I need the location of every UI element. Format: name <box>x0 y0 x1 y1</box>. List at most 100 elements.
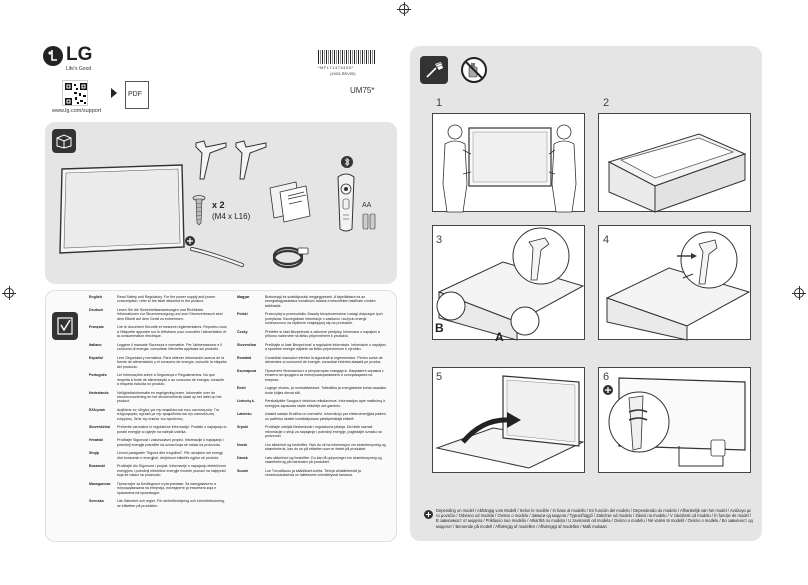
footnote-depending-on-model: Depending on model / Abhängig vom Modell… <box>436 508 753 529</box>
language-name: Suomi <box>237 468 248 473</box>
language-name: Svenska <box>89 499 104 504</box>
language-entry: Srpski Pročitajte odeljak Bezbednost i re… <box>237 425 387 438</box>
cable-holder-icon <box>190 247 244 267</box>
language-text: Lire le document Sécurité et mesures rég… <box>117 325 227 339</box>
language-text: Perskaitykite Saugos ir teisinius reikal… <box>265 399 386 408</box>
language-text: Pročitajte Sigurnost i zakonodavni propi… <box>117 438 224 447</box>
step-5-number: 5 <box>436 371 443 383</box>
language-entry: Ελληνικά Διαβάστε τις οδηγίες για την ασφ… <box>89 408 227 421</box>
power-cord-icon <box>272 246 309 269</box>
language-text: Διαβάστε τις οδηγίες για την ασφάλεια κα… <box>117 408 219 421</box>
language-entry: Italiano Leggere il manuale Sicurezza e n… <box>89 343 227 352</box>
language-text: Leggere il manuale Sicurezza e normative… <box>117 342 222 352</box>
safety-regulatory-panel <box>45 290 397 542</box>
language-name: Latviešu <box>237 412 252 417</box>
language-text: Lue Turvallisuus ja säädökset-kohta. Tie… <box>265 468 361 478</box>
step-1-number: 1 <box>436 97 443 109</box>
language-text: Preberite varnostne in regulativne infor… <box>117 425 227 434</box>
language-entry: Suomi Lue Turvallisuus ja säädökset-kohta… <box>237 469 387 478</box>
language-text: Consultați manualul referitor la siguran… <box>265 355 383 365</box>
optional-plus-icon <box>185 236 195 246</box>
language-text: Leer Seguridad y normativa. Para obtener… <box>117 355 227 369</box>
support-url[interactable]: www.lg.com/support <box>52 108 102 114</box>
language-name: Ελληνικά <box>89 408 105 413</box>
language-entry: Shqip Lexoni paragrafin "Siguria dhe rreg… <box>89 451 227 460</box>
step-3-number: 3 <box>436 234 443 246</box>
part-number: (1903-REV00) <box>330 71 356 76</box>
language-text: Прочетете безопасност и регулаторни стан… <box>265 368 384 382</box>
language-text: Läs Säkerhet och regler. För strömförsör… <box>117 499 225 508</box>
language-name: Français <box>89 325 104 330</box>
bluetooth-icon <box>341 156 353 168</box>
registration-mark-top <box>397 2 411 16</box>
language-text: Přečtěte si část Bezpečnost a zákonné př… <box>265 329 380 339</box>
screw-count: x 2 <box>212 200 225 210</box>
screw-icon <box>192 195 206 226</box>
language-name: Български <box>237 368 257 373</box>
language-entry: Български Прочетете безопасност и регулат… <box>237 369 387 382</box>
language-name: Eesti <box>237 386 246 391</box>
step-6-number: 6 <box>603 371 610 383</box>
language-name: Srpski <box>237 425 248 430</box>
step-3-card <box>432 225 585 341</box>
pdf-label: PDF <box>128 91 142 98</box>
language-text: Izlasiet sadaļu Drošība un normatīvi. In… <box>265 412 386 421</box>
step-1-card <box>432 113 585 213</box>
language-name: Dansk <box>237 455 248 460</box>
step-2-number: 2 <box>603 97 610 109</box>
language-text: Veiligheidsinformatie en regelgeving lez… <box>117 390 222 404</box>
language-text: Pročitajte odeljak Bezbednost i regulato… <box>265 425 382 439</box>
batteries-icon <box>362 213 376 230</box>
language-name: Português <box>89 373 107 378</box>
language-entry: Dansk Læs sikkerhed og forskrifter. Du ka… <box>237 456 387 465</box>
language-text: Les sikkerhet og forskrifter. Hvis du vi… <box>265 442 386 452</box>
brand-name: LG <box>66 44 93 65</box>
language-name: Slovenčina <box>237 342 256 347</box>
registration-mark-right <box>792 286 806 300</box>
brand-tagline: Life's Good <box>66 66 92 72</box>
language-entry: Česky Přečtěte si část Bezpečnost a zákon… <box>237 330 387 339</box>
step-4-card <box>598 225 751 341</box>
barcode <box>318 50 376 64</box>
language-text: Pročitajte dio Sigurnost i propisi. Info… <box>117 464 226 478</box>
optional-plus-icon <box>603 385 613 395</box>
language-entry: Slovenčina Prečítajte si časť Bezpečnosť … <box>237 343 387 352</box>
language-text: Lexoni paragrafin "Siguria dhe rregullim… <box>117 451 223 460</box>
stand-left-icon <box>195 140 227 180</box>
battery-label: AA <box>362 202 372 209</box>
pdf-document-icon: PDF <box>125 81 149 109</box>
model-number: UM75* <box>350 86 375 95</box>
language-entry: Français Lire le document Sécurité et mes… <box>89 325 227 338</box>
arrow-right-icon <box>111 88 117 98</box>
tv-illustration <box>59 164 185 254</box>
language-text: Прочитајте за Безбедност и регулативи. З… <box>117 481 217 495</box>
language-text: Lesen Sie die Sicherheitsanweisungen und… <box>117 308 223 321</box>
language-text: Læs sikkerhed og forskrifter. Du kan få … <box>265 455 382 465</box>
language-name: Magyar <box>237 295 250 299</box>
step-2-card <box>598 113 751 213</box>
registration-mark-left <box>2 286 16 300</box>
footnote-plus-icon <box>424 510 433 519</box>
language-name: Lietuvių k. <box>237 399 255 404</box>
no-spray-icon <box>461 57 487 83</box>
step-6-card <box>598 367 751 473</box>
cleaning-brush-icon <box>420 56 448 84</box>
lg-logo <box>43 46 63 66</box>
language-name: Italiano <box>89 342 102 347</box>
language-text: Prečítajte si časť Bezpečnosť a regulačn… <box>265 342 386 352</box>
language-name: Česky <box>237 329 248 334</box>
language-name: Shqip <box>89 451 99 456</box>
